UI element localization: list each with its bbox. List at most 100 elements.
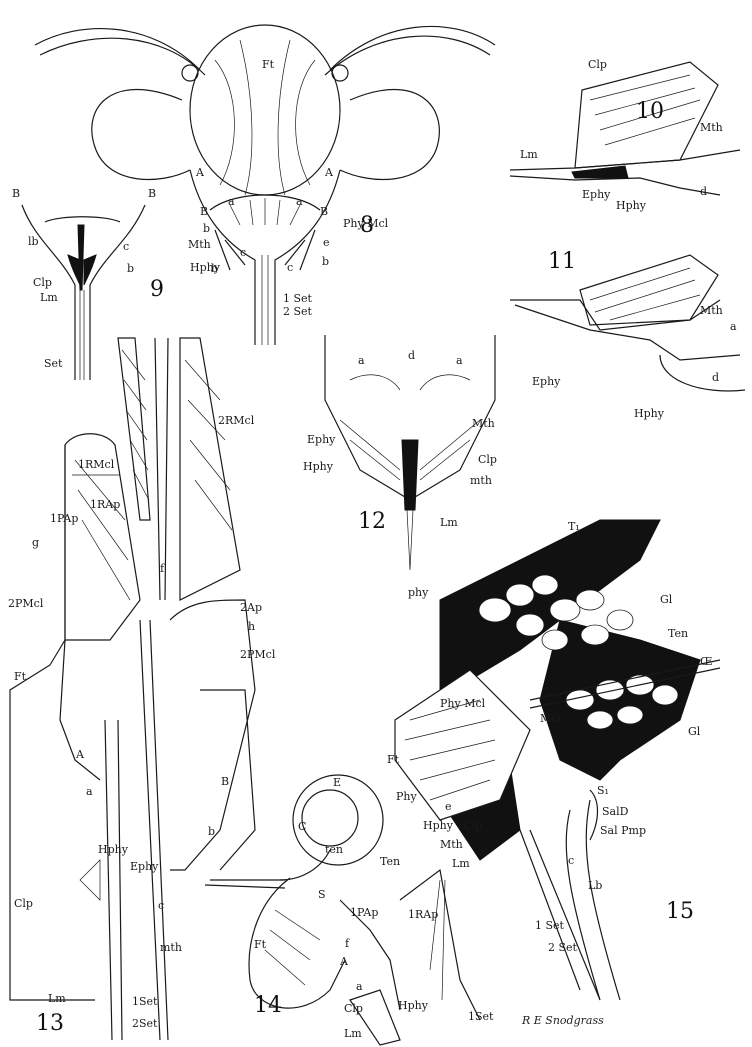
fig8-label-a-right: A <box>324 166 334 179</box>
fig8-label-e: e <box>323 236 330 249</box>
fig8-label-a-small-left: a <box>228 195 235 208</box>
fig8-label-a-left: A <box>195 166 205 179</box>
fig15-number: 15 <box>666 899 694 924</box>
fig15-label-ten: Ten <box>668 627 688 640</box>
fig14-label-c: C <box>298 820 306 833</box>
fig12-label-a-right: a <box>456 354 463 367</box>
fig8-label-mth: Mth <box>188 238 211 251</box>
fig10-label-hphy: Hphy <box>616 199 647 212</box>
fig15-label-sald: SalD <box>602 805 629 818</box>
fig14-number: 14 <box>254 993 282 1018</box>
fig8-label-b-upper-left: B <box>200 205 208 218</box>
fig15-label-s1: S₁ <box>597 784 609 797</box>
fig11-label-ephy: Ephy <box>532 375 561 388</box>
fig8-label-a-small-right: a <box>296 195 303 208</box>
fig14-label-s: S <box>318 888 326 901</box>
fig8-label-c-right: c <box>287 261 293 274</box>
fig15-label-gl-upper: Gl <box>660 593 673 606</box>
fig15-label-mth: Mth <box>440 838 463 851</box>
fig8-label-hphy: Hphy <box>190 261 221 274</box>
fig13-label-set2: 2Set <box>132 1017 158 1030</box>
fig13-label-b-small: b <box>208 825 215 838</box>
fig13-label-ft: Ft <box>14 670 27 683</box>
fig13-label-h: h <box>248 620 255 633</box>
fig9-label-b-right: B <box>148 187 156 200</box>
fig14-label-clp: Clp <box>344 1002 363 1015</box>
fig13-label-lm: Lm <box>48 992 66 1005</box>
figure-13 <box>10 338 255 1040</box>
fig14-label-ten: Ten <box>380 855 400 868</box>
fig13-label-rmcl1: 1RMcl <box>78 458 115 471</box>
fig13-number: 13 <box>36 1011 64 1036</box>
fig13-label-hphy: Hphy <box>98 843 129 856</box>
fig12-label-clp: Clp <box>478 453 497 466</box>
fig15-label-c: c <box>568 854 574 867</box>
fig15-label-set1: 1 Set <box>535 919 565 932</box>
fig13-label-ap2: 2Ap <box>240 601 262 614</box>
fig15-label-t1: T₁ <box>568 520 580 533</box>
fig13-label-clp: Clp <box>14 897 33 910</box>
fig13-label-c: c <box>158 899 164 912</box>
fig9-label-b-left: B <box>12 187 20 200</box>
fig9-label-clp: Clp <box>33 276 52 289</box>
fig15-label-ft: Ft <box>387 753 400 766</box>
fig10-label-mth: Mth <box>700 121 723 134</box>
fig10-label-clp: Clp <box>588 58 607 71</box>
fig14-label-ft: Ft <box>254 938 267 951</box>
fig15-label-salpmp: Sal Pmp <box>600 824 646 837</box>
fig14-label-a-upper: A <box>339 955 349 968</box>
fig9-number: 9 <box>150 277 164 302</box>
figure-11 <box>510 255 745 391</box>
fig14-label-lm: Lm <box>344 1027 362 1040</box>
fig10-label-d: d <box>700 185 707 198</box>
fig15-label-clp: Clp <box>463 819 482 832</box>
figure-8 <box>35 25 495 345</box>
fig11-label-hphy: Hphy <box>634 407 665 420</box>
fig13-label-a-upper: A <box>75 748 85 761</box>
fig11-label-a: a <box>730 320 737 333</box>
fig14-label-a-small: a <box>356 980 363 993</box>
fig15-label-phy-lower: Phy <box>396 790 417 803</box>
fig12-label-lm: Lm <box>440 516 458 529</box>
fig10-label-ephy: Ephy <box>582 188 611 201</box>
fig15-label-set2: 2 Set <box>548 941 578 954</box>
fig8-label-set1: 1 Set <box>283 292 313 305</box>
fig15-label-e: e <box>445 800 452 813</box>
fig9-label-set: Set <box>44 357 63 370</box>
fig13-label-pmcl1: 2PMcl <box>8 597 44 610</box>
fig13-label-rap1: 1RAp <box>90 498 120 511</box>
fig8-label-ft: Ft <box>262 58 275 71</box>
fig15-label-oe: Œ <box>700 655 713 668</box>
fig12-label-ephy: Ephy <box>307 433 336 446</box>
fig13-label-a-small: a <box>86 785 93 798</box>
artist-signature: R E Snodgrass <box>521 1014 604 1027</box>
fig9-label-lm: Lm <box>40 291 58 304</box>
fig13-label-rmcl2: 2RMcl <box>218 414 255 427</box>
fig13-label-mth: mth <box>160 941 182 954</box>
fig15-label-phymcl: Phy Mcl <box>440 697 486 710</box>
fig15-label-lb: Lb <box>588 879 602 892</box>
fig14-label-rap1: 1RAp <box>408 908 438 921</box>
fig12-label-mth-upper: Mth <box>472 417 495 430</box>
fig13-label-b-upper: B <box>221 775 229 788</box>
fig14-label-f: f <box>345 937 350 950</box>
fig12-label-mth-lower: mth <box>470 474 492 487</box>
fig8-label-b-small-r: b <box>322 255 329 268</box>
fig15-label-mcl: Mcl <box>540 712 561 725</box>
fig15-label-phy: phy <box>408 586 429 599</box>
fig13-label-f: f <box>160 562 165 575</box>
fig14-label-pap1: 1PAp <box>350 906 378 919</box>
fig14-label-hphy: Hphy <box>398 999 429 1012</box>
fig9-label-lb: lb <box>28 235 39 248</box>
fig13-label-g: g <box>32 536 39 549</box>
fig11-label-mth: Mth <box>700 304 723 317</box>
fig9-label-c: c <box>123 240 129 253</box>
fig14-label-ten-small: ten <box>325 843 343 856</box>
fig10-number: 10 <box>636 99 664 124</box>
fig13-label-set1: 1Set <box>132 995 158 1008</box>
fig8-label-c-left: c <box>240 246 246 259</box>
fig11-label-d: d <box>712 371 719 384</box>
fig12-label-a-left: a <box>358 354 365 367</box>
fig9-label-b: b <box>127 262 134 275</box>
